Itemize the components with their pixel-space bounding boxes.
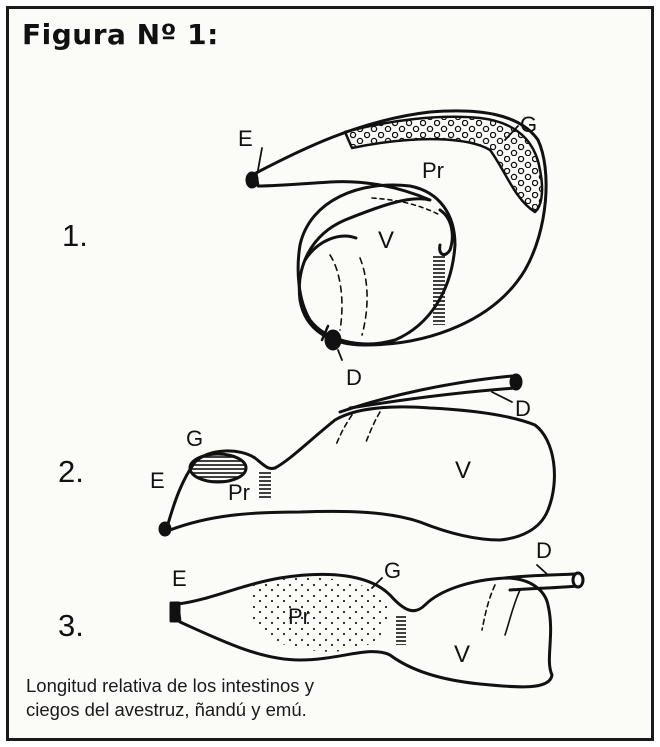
diagram-1-d-cap <box>326 331 340 349</box>
diagram-3 <box>171 565 583 687</box>
diagram-3-d-cap <box>573 573 583 587</box>
diagram-3-label-pr: Pr <box>288 604 310 629</box>
diagram-3-label-e: E <box>172 566 187 591</box>
diagram-1 <box>247 111 546 360</box>
diagram-2-label-e: E <box>150 468 165 493</box>
diagram-2 <box>160 375 554 540</box>
figure-caption: Longitud relativa de los intestinos y ci… <box>26 674 456 722</box>
diagram-2-label-g: G <box>186 426 203 451</box>
diagram-3-label-v: V <box>454 641 470 668</box>
caption-line-2: ciegos del avestruz, ñandú y emú. <box>26 698 456 722</box>
diagram-1-label-v: V <box>378 227 394 254</box>
diagram-2-label-v: V <box>455 457 471 484</box>
diagram-1-label-pr: Pr <box>422 158 444 183</box>
diagram-3-proventriculus-stipple <box>250 577 388 652</box>
caption-line-1: Longitud relativa de los intestinos y <box>26 674 456 698</box>
diagram-3-label-g: G <box>384 558 401 583</box>
diagram-1-label-e: E <box>238 126 253 151</box>
diagram-1-label-d: D <box>346 365 362 390</box>
diagram-2-gland <box>190 454 246 482</box>
diagram-2-d-cap <box>511 375 521 389</box>
diagram-2-label-d: D <box>515 396 531 421</box>
diagram-1-label-g: G <box>520 112 537 137</box>
diagram-3-label-d: D <box>536 538 552 563</box>
diagram-2-label-pr: Pr <box>228 480 250 505</box>
